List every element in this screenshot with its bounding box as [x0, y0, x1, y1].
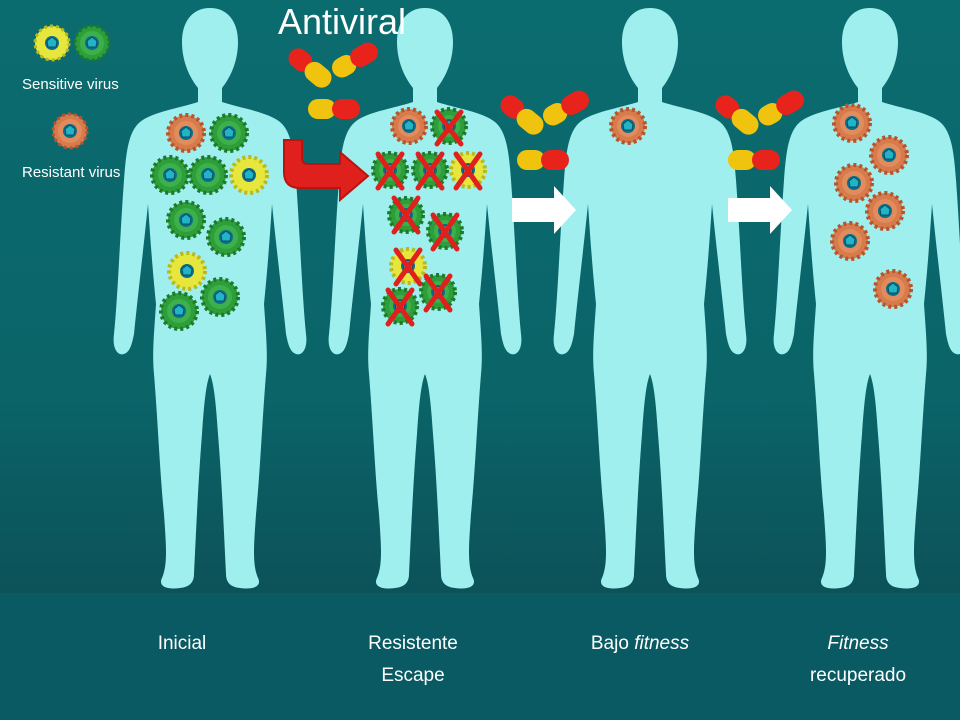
caption-bajo-fitness-line: Bajo fitness [540, 628, 740, 660]
legend-resistant-label: Resistant virus [22, 164, 120, 181]
caption-fitness-recuperado: Fitness recuperado [758, 628, 958, 692]
caption-recuperado-line2: recuperado [809, 665, 907, 686]
legend: Sensitive virus Resistant virus [22, 24, 120, 181]
resistant-virus-icon [51, 112, 89, 150]
caption-fitness-italic: fitness [634, 633, 690, 654]
panel-3-resistant-virus [609, 107, 647, 145]
caption-bajo-fitness: Bajo fitness [540, 628, 740, 660]
caption-inicial-line1: Inicial [157, 633, 207, 654]
panel-4-viruses [830, 103, 913, 309]
caption-inicial: Inicial [82, 628, 282, 660]
caption-resistente-line1: Resistente [368, 633, 458, 654]
caption-escape-line2: Escape [381, 665, 445, 686]
white-arrow-2 [728, 186, 792, 234]
diagram-title: Antiviral [278, 1, 406, 42]
caption-resistente-escape: Resistente Escape [313, 628, 513, 692]
panel-1-viruses [150, 113, 269, 331]
white-arrow-1 [512, 186, 576, 234]
caption-fitness-line1: Fitness [827, 633, 889, 654]
cross-marks [375, 109, 483, 327]
antiviral-pills [288, 42, 804, 170]
caption-bajo-prefix: Bajo [590, 633, 635, 654]
sensitive-virus-icon-green [73, 24, 111, 62]
sensitive-virus-icon-yellow [33, 24, 71, 62]
red-curved-arrow [283, 139, 370, 203]
legend-sensitive-label: Sensitive virus [22, 76, 119, 93]
